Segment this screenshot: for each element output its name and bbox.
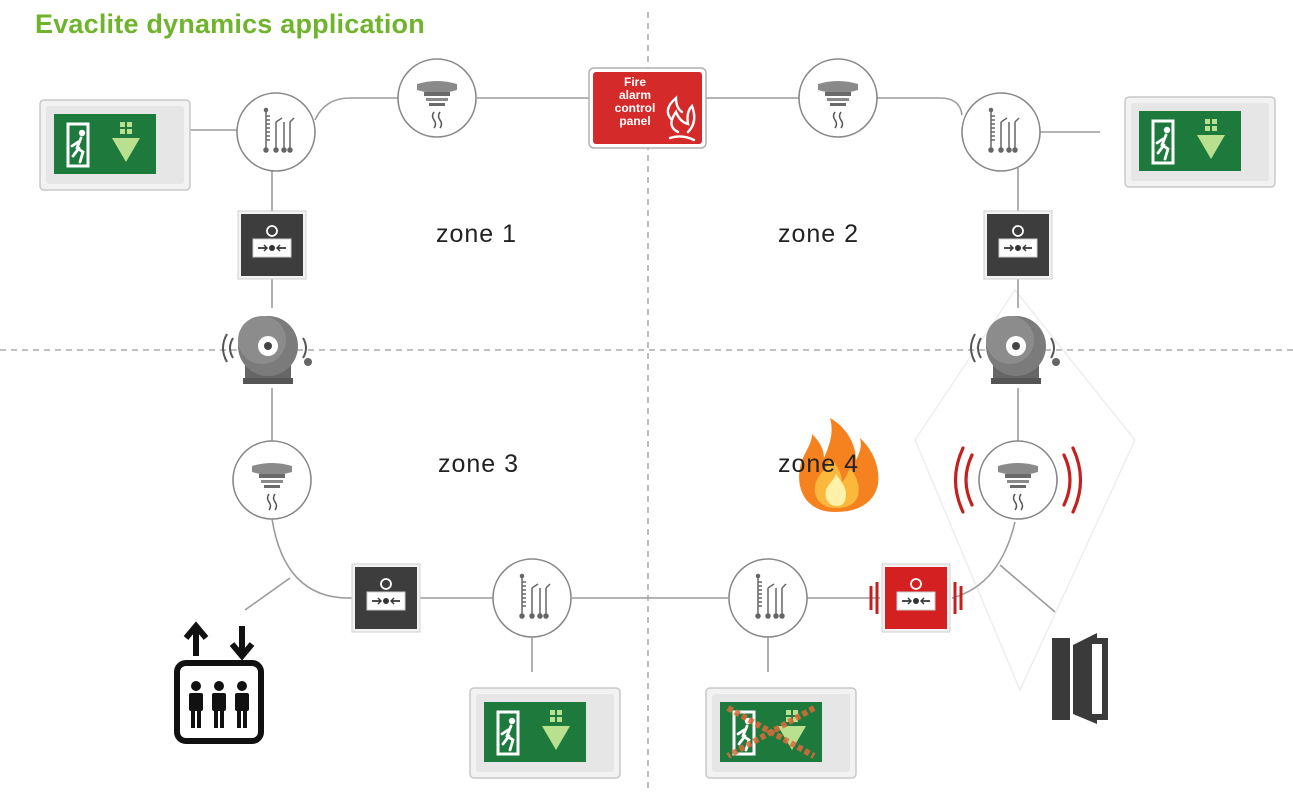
panel-text-line: panel (619, 114, 650, 128)
alarm-wave (964, 453, 974, 507)
relay-module-1 (236, 92, 316, 172)
lift-person-leg (191, 710, 195, 728)
smoke-detector-4 (978, 440, 1058, 520)
alarm-wave (1062, 453, 1072, 507)
page-title: Evaclite dynamics application (35, 9, 425, 39)
panel-fire-icon (666, 95, 696, 142)
smoke-detector-1 (397, 58, 477, 138)
wire-segment (877, 97, 963, 116)
exit-sign-1 (39, 99, 191, 191)
alarm-wave (953, 446, 965, 514)
door-leaf (1073, 633, 1097, 724)
relay-module-4 (728, 558, 808, 638)
zone-label-3: zone 3 (438, 450, 520, 478)
flame-stroke (666, 95, 684, 122)
smoke-detector-2 (798, 58, 878, 138)
wire-segment (999, 564, 1056, 613)
lift-person-head (214, 681, 224, 691)
zone-label-1: zone 1 (436, 220, 518, 248)
lift-person-leg (243, 710, 247, 728)
panel-face (593, 72, 702, 144)
cross-icon (726, 705, 816, 759)
flame-stroke (668, 135, 696, 142)
smoke-detector-3 (232, 440, 312, 520)
lift-arrow-down (229, 626, 255, 661)
lift-person-body (212, 693, 226, 711)
lift-person-leg (237, 710, 241, 728)
manual-call-point-1 (237, 210, 307, 280)
lift-person-body (189, 693, 203, 711)
panel-text-line: Fire (624, 75, 646, 89)
lift-icon (174, 621, 264, 744)
lift-arrow-up (183, 621, 209, 656)
lift-person-head (191, 681, 201, 691)
panel-text-line: alarm (619, 88, 651, 102)
flame-stroke (670, 103, 696, 134)
fire-icon (799, 418, 879, 512)
wiring (190, 97, 1100, 672)
relay-module-2 (961, 92, 1041, 172)
lift-person-leg (197, 710, 201, 728)
exit-sign-3 (469, 687, 621, 779)
door-jamb (1052, 638, 1070, 720)
exit-sign-2 (1124, 96, 1276, 188)
wire-segment (271, 518, 353, 599)
panel-text-line: control (615, 101, 656, 115)
manual-call-point-3 (351, 563, 421, 633)
zone-4-highlight-outline (914, 288, 1136, 692)
lift-person-leg (214, 710, 218, 728)
wire-segment (314, 97, 398, 121)
door-icon (1052, 633, 1108, 724)
wire-segment (244, 577, 291, 611)
manual-call-point-4 (881, 563, 951, 633)
zone-label-4: zone 4 (778, 450, 860, 478)
detector-alarm-waves (953, 446, 1083, 514)
lift-person-leg (220, 710, 224, 728)
alarm-wave (1071, 446, 1083, 514)
lift-person-head (237, 681, 247, 691)
lift-person-body (235, 693, 249, 711)
relay-module-3 (492, 558, 572, 638)
zone-label-2: zone 2 (778, 220, 860, 248)
fire-inner (825, 474, 846, 506)
manual-call-point-2 (983, 210, 1053, 280)
door-gap (1092, 644, 1102, 714)
exit-sign-4 (705, 687, 857, 779)
call-point-alarm-waves (869, 582, 963, 614)
